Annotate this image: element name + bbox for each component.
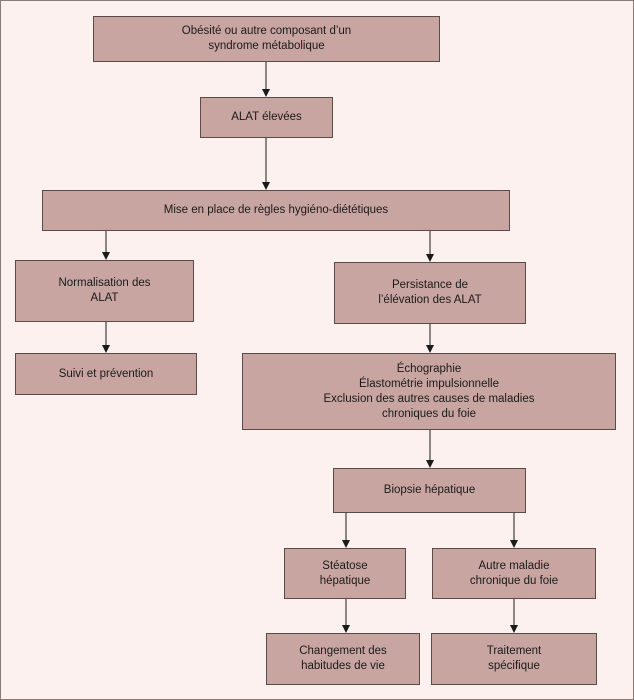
- node-alat-elevees: ALAT élevées: [200, 97, 333, 138]
- node-autre-maladie-line-2: chronique du foie: [469, 574, 559, 587]
- node-normalisation-line-2: ALAT: [90, 292, 119, 304]
- node-autre-maladie: Autre maladie chronique du foie: [432, 548, 596, 599]
- node-steatose-line-1: Stéatose: [322, 559, 368, 572]
- node-regles-hygieno-dietetiques: Mise en place de règles hygiéno-diététiq…: [42, 190, 510, 231]
- node-traitement-line-1: Traitement: [486, 645, 542, 657]
- node-persistance-line-2: l’élévation des ALAT: [378, 294, 482, 306]
- node-biopsie-line-1: Biopsie hépatique: [383, 484, 476, 496]
- node-suivi-line-1: Suivi et prévention: [58, 367, 154, 380]
- node-persistance-line-1: Persistance de: [391, 279, 469, 291]
- node-normalisation-line-1: Normalisation des: [58, 277, 151, 289]
- node-alat-elevees-line-1: ALAT élevées: [231, 111, 302, 123]
- node-changement-line-1: Changement des: [299, 645, 387, 657]
- node-steatose-hepatique: Stéatose hépatique: [284, 548, 406, 599]
- node-obesite-line-1: Obésité ou autre composant d’un: [181, 25, 352, 37]
- node-biopsie-hepatique: Biopsie hépatique: [333, 468, 526, 513]
- node-echographie-line-2: Élastométrie impulsionnelle: [359, 377, 499, 390]
- node-traitement-specifique: Traitement spécifique: [431, 633, 597, 685]
- node-autre-maladie-line-1: Autre maladie: [478, 559, 550, 572]
- node-obesite-line-2: syndrome métabolique: [208, 40, 325, 52]
- node-echographie: Échographie Élastométrie impulsionnelle …: [242, 353, 616, 430]
- node-regles-line-1: Mise en place de règles hygiéno-diététiq…: [163, 204, 389, 216]
- node-steatose-line-2: hépatique: [319, 574, 371, 587]
- node-normalisation: Normalisation des ALAT: [15, 260, 194, 322]
- node-obesite: Obésité ou autre composant d’un syndrome…: [93, 16, 440, 62]
- node-echographie-line-4: chroniques du foie: [382, 407, 476, 420]
- node-echographie-line-1: Échographie: [396, 362, 462, 375]
- node-changement-habitudes: Changement des habitudes de vie: [266, 633, 420, 685]
- node-echographie-line-3: Exclusion des autres causes de maladies: [323, 392, 535, 405]
- node-persistance: Persistance de l’élévation des ALAT: [334, 262, 526, 324]
- node-changement-line-2: habitudes de vie: [301, 660, 385, 672]
- node-traitement-line-2: spécifique: [488, 660, 540, 672]
- node-suivi-prevention: Suivi et prévention: [15, 353, 197, 395]
